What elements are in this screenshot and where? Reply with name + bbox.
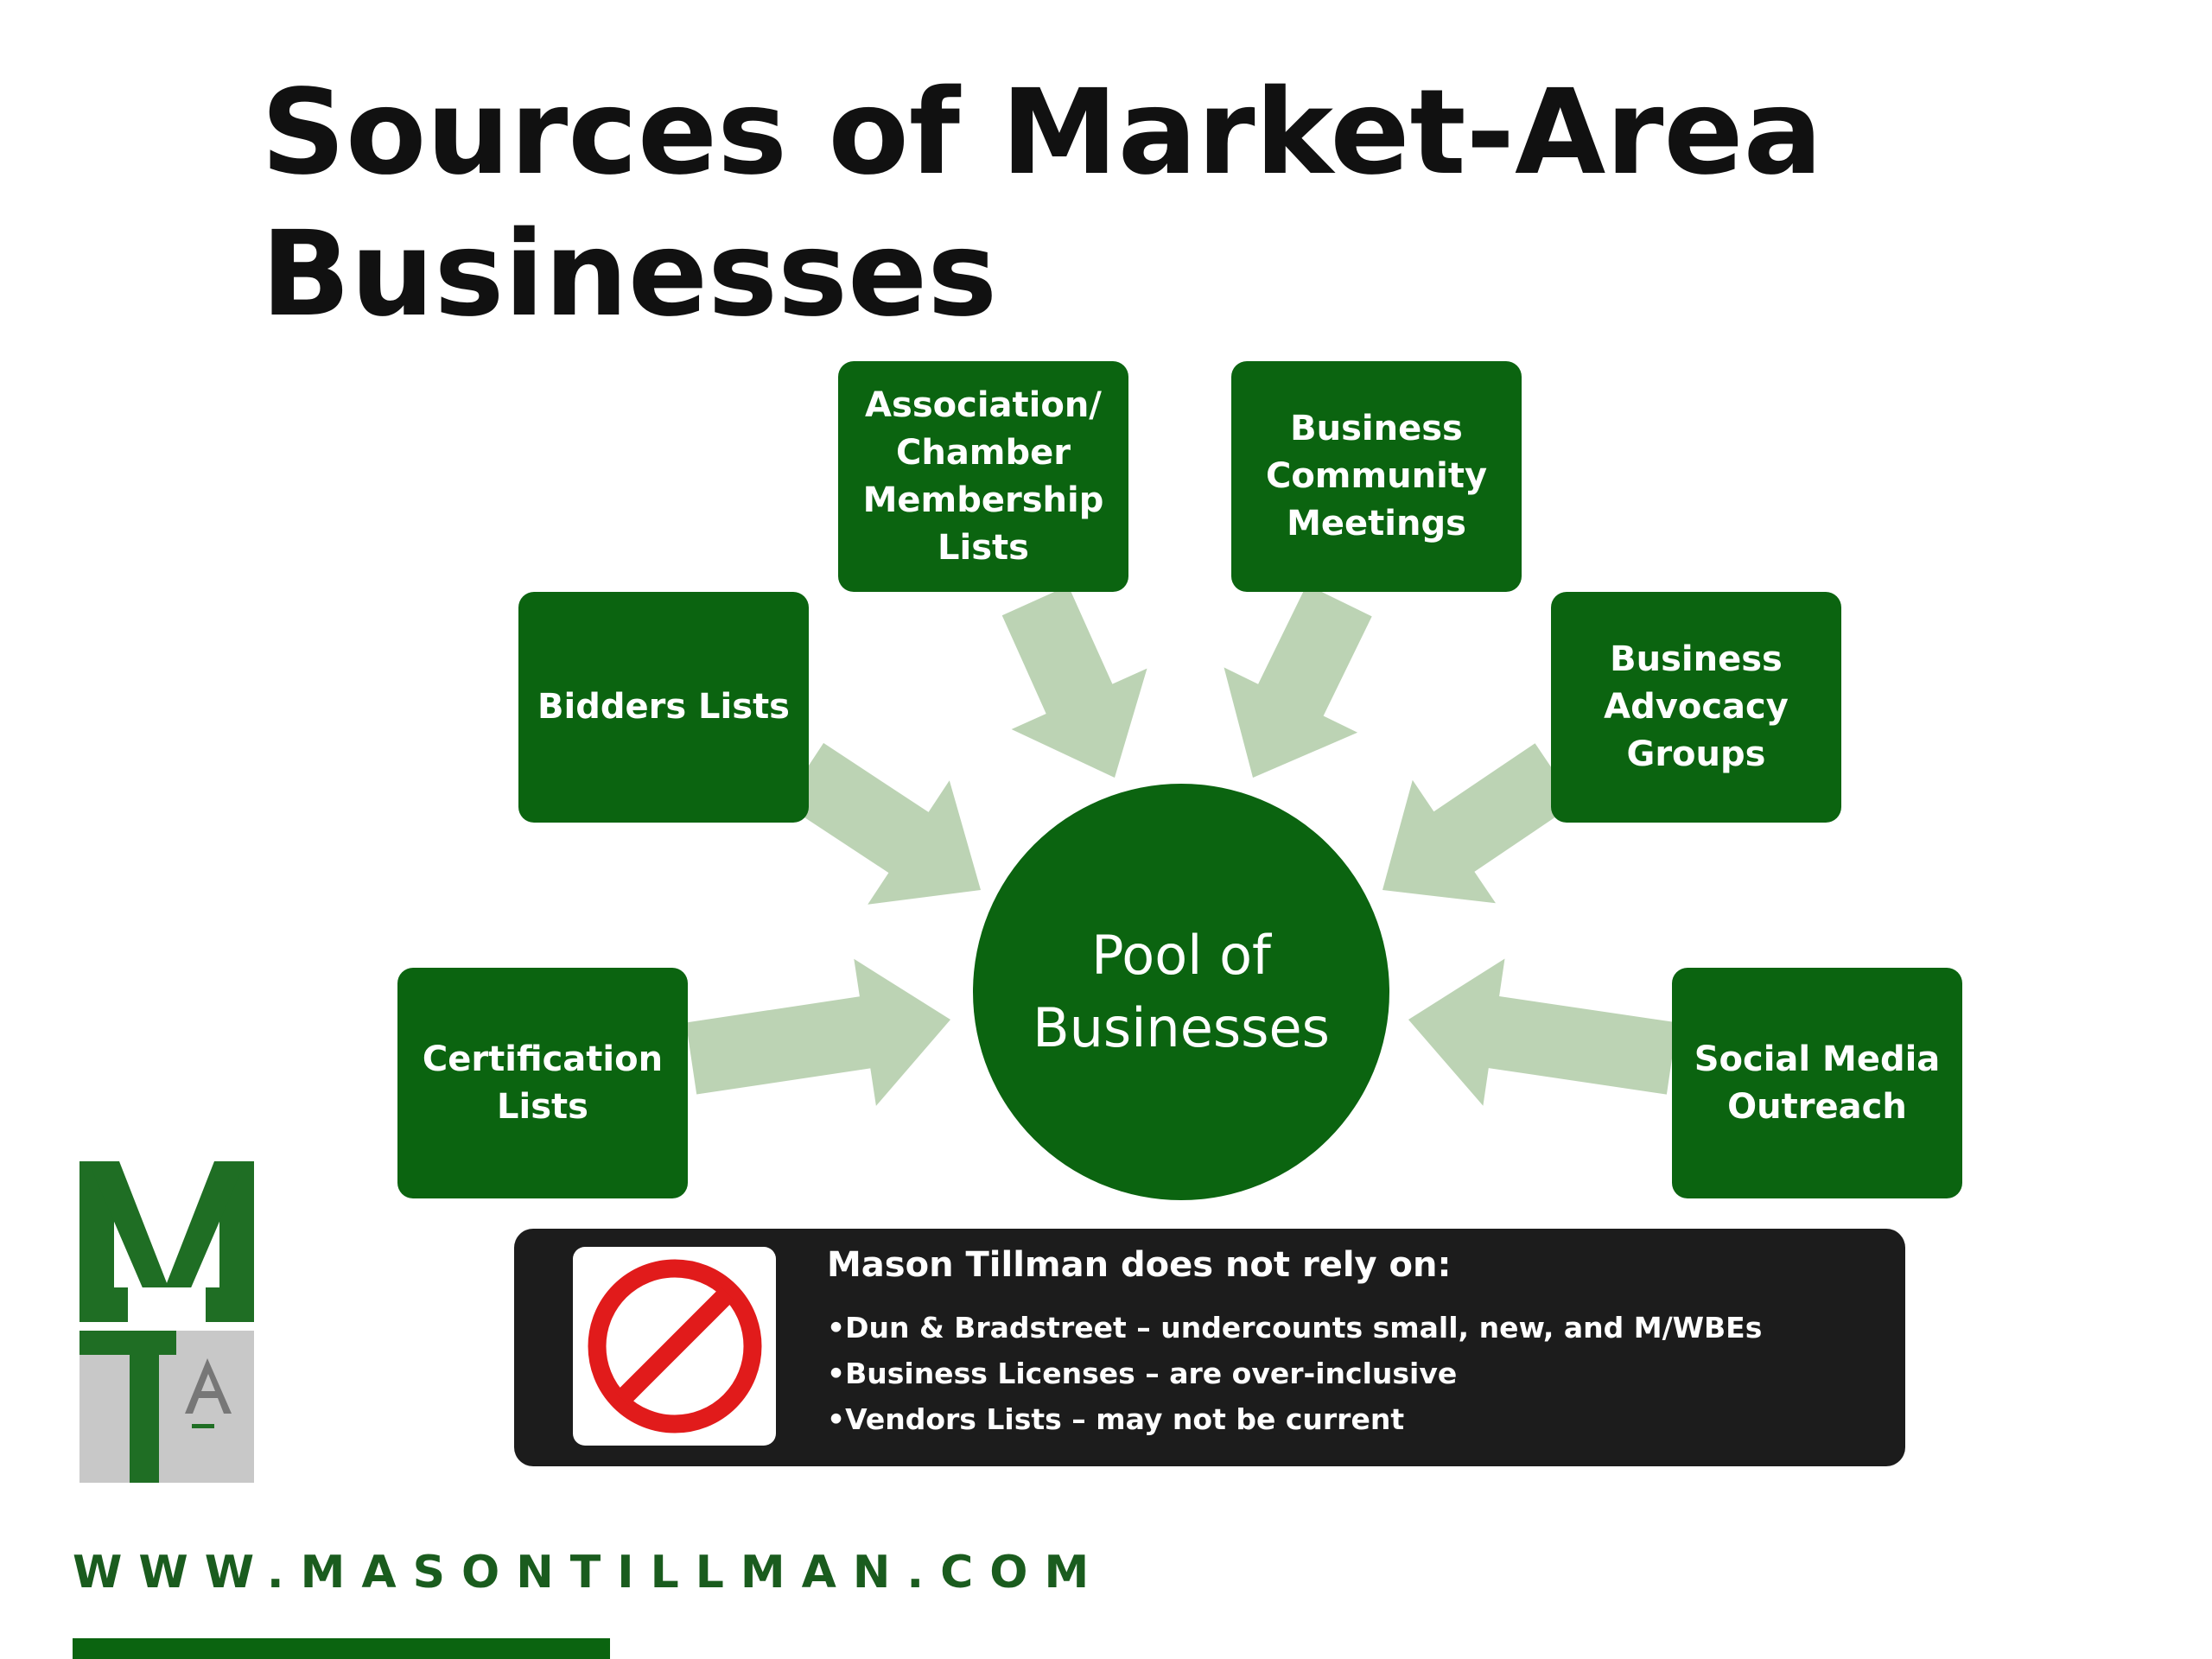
notice-item: •Vendors Lists – may not be current — [827, 1402, 1405, 1436]
arrow-business-advocacy-groups — [1382, 743, 1576, 904]
source-label-business-community-meetings: Business Community Meetings — [1265, 409, 1488, 543]
source-label-business-advocacy-groups: Business Advocacy Groups — [1604, 639, 1789, 774]
slide-title-line-1: Sources of Market-Area — [261, 65, 1823, 201]
notice-item: •Dun & Bradstreet – undercounts small, n… — [827, 1311, 1763, 1344]
slide-title: Sources of Market-Area Businesses — [261, 62, 1989, 346]
notice-panel: Mason Tillman does not rely on: •Dun & B… — [514, 1229, 1905, 1466]
no-entry-tile — [573, 1247, 776, 1446]
mason-tillman-logo — [79, 1158, 254, 1483]
slide-title-line-2: Businesses — [261, 207, 998, 343]
center-pool-label: Pool of Businesses — [1033, 924, 1330, 1059]
arrow-business-community-meetings — [1224, 584, 1372, 778]
notice-item: •Business Licenses – are over-inclusive — [827, 1357, 1458, 1390]
mta-logo-mark — [79, 1158, 254, 1483]
no-entry-icon — [588, 1259, 761, 1433]
source-label-certification-lists: Certification Lists — [422, 1039, 664, 1127]
arrow-bidders-lists — [783, 742, 981, 905]
source-label-bidders-lists: Bidders Lists — [537, 687, 790, 727]
website-url: WWW.MASONTILLMAN.COM — [73, 1547, 1106, 1599]
center-pool-circle: Pool of Businesses — [973, 784, 1389, 1200]
source-box-association-chamber-membership-lists: Association/ Chamber Membership Lists — [838, 361, 1128, 592]
source-box-bidders-lists: Bidders Lists — [518, 592, 809, 823]
source-box-social-media-outreach: Social Media Outreach — [1672, 968, 1962, 1198]
footer-bar — [73, 1638, 610, 1659]
arrow-certification-lists — [685, 958, 950, 1106]
source-label-social-media-outreach: Social Media Outreach — [1694, 1039, 1941, 1127]
notice-list: •Dun & Bradstreet – undercounts small, n… — [827, 1305, 1762, 1442]
source-box-business-advocacy-groups: Business Advocacy Groups — [1551, 592, 1841, 823]
source-box-business-community-meetings: Business Community Meetings — [1231, 361, 1522, 592]
arrow-social-media-outreach — [1408, 958, 1678, 1106]
source-label-association-chamber-membership-lists: Association/ Chamber Membership Lists — [862, 385, 1104, 568]
source-box-certification-lists: Certification Lists — [397, 968, 688, 1198]
arrow-association-chamber-membership-lists — [1001, 585, 1147, 778]
notice-heading: Mason Tillman does not rely on: — [827, 1245, 1452, 1285]
